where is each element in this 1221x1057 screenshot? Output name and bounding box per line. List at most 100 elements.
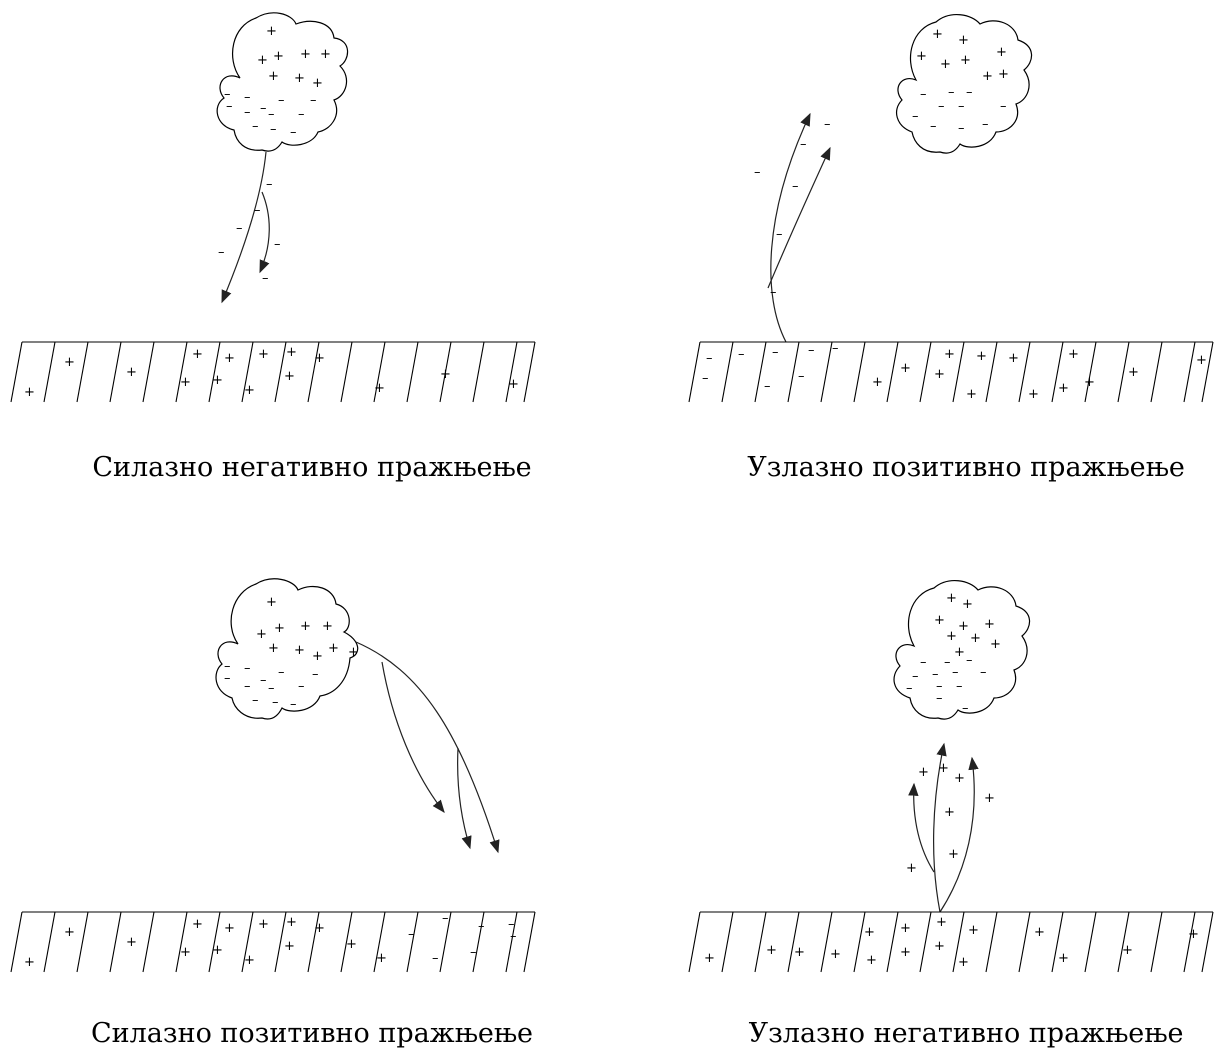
svg-text:+: + — [1196, 353, 1207, 368]
svg-text:+: + — [1008, 351, 1019, 366]
svg-text:–: – — [952, 665, 959, 680]
leader-channel — [221, 151, 267, 304]
svg-text:+: + — [312, 649, 323, 664]
svg-text:+: + — [244, 383, 255, 398]
svg-text:+: + — [266, 24, 277, 39]
svg-text:–: – — [244, 661, 251, 676]
svg-text:+: + — [944, 805, 955, 820]
svg-text:+: + — [212, 943, 223, 958]
leader-channel — [932, 742, 947, 913]
svg-text:+: + — [1128, 365, 1139, 380]
caption-downward-positive: Силазно позитивно пражњење — [90, 1018, 534, 1049]
svg-text:–: – — [798, 369, 805, 384]
svg-text:–: – — [832, 341, 839, 356]
svg-text:+: + — [938, 761, 949, 776]
svg-text:–: – — [936, 691, 943, 706]
svg-text:–: – — [938, 99, 945, 114]
svg-text:–: – — [936, 679, 943, 694]
svg-text:+: + — [906, 861, 917, 876]
svg-text:–: – — [266, 177, 273, 192]
svg-text:+: + — [348, 645, 359, 660]
svg-text:+: + — [328, 641, 339, 656]
svg-text:+: + — [294, 643, 305, 658]
svg-text:+: + — [998, 67, 1009, 82]
svg-text:+: + — [1028, 387, 1039, 402]
svg-text:+: + — [864, 925, 875, 940]
svg-text:+: + — [830, 947, 841, 962]
svg-text:+: + — [982, 69, 993, 84]
svg-text:+: + — [300, 619, 311, 634]
leader-channel — [770, 112, 811, 343]
svg-text:+: + — [508, 377, 519, 392]
svg-text:+: + — [64, 355, 75, 370]
svg-text:+: + — [954, 645, 965, 660]
svg-text:+: + — [1058, 381, 1069, 396]
ground-hatch — [10, 911, 536, 973]
svg-text:–: – — [312, 667, 319, 682]
svg-text:+: + — [268, 641, 279, 656]
svg-text:+: + — [24, 955, 35, 970]
svg-text:–: – — [226, 99, 233, 114]
svg-text:–: – — [310, 93, 317, 108]
svg-text:+: + — [192, 347, 203, 362]
thundercloud — [895, 14, 1033, 154]
svg-text:+: + — [376, 951, 387, 966]
leader-charges: ––– ––– — [754, 117, 831, 300]
svg-text:+: + — [960, 53, 971, 68]
svg-text:–: – — [252, 119, 259, 134]
svg-text:–: – — [278, 665, 285, 680]
cloud-charges: +++ +++ +++ ––– ––– ––– ––– — [906, 591, 1001, 716]
svg-text:+: + — [1122, 943, 1133, 958]
svg-text:–: – — [218, 245, 225, 260]
svg-text:–: – — [738, 347, 745, 362]
svg-text:+: + — [1058, 951, 1069, 966]
svg-text:–: – — [442, 911, 449, 926]
svg-text:–: – — [958, 121, 965, 136]
svg-text:–: – — [252, 693, 259, 708]
svg-text:–: – — [244, 105, 251, 120]
svg-text:+: + — [940, 57, 951, 72]
svg-text:+: + — [958, 33, 969, 48]
svg-text:–: – — [244, 90, 251, 105]
panel-upward-positive: +++ +++ ++ ––– ––– ––– – ––– ––– ––– — [688, 14, 1214, 403]
svg-text:–: – — [966, 653, 973, 668]
svg-text:+: + — [258, 917, 269, 932]
svg-text:–: – — [982, 117, 989, 132]
leader-branch — [259, 191, 270, 274]
svg-text:–: – — [906, 681, 913, 696]
panel-downward-positive: +++ +++ +++ + ––– ––– ––– ––– +++ +++ — [10, 578, 536, 973]
svg-text:+: + — [257, 53, 268, 68]
svg-text:+: + — [984, 617, 995, 632]
leader-branch-2 — [457, 747, 472, 850]
svg-text:–: – — [1000, 99, 1007, 114]
svg-text:+: + — [766, 943, 777, 958]
svg-text:–: – — [270, 122, 277, 137]
svg-text:–: – — [958, 99, 965, 114]
svg-text:–: – — [944, 655, 951, 670]
svg-text:+: + — [934, 939, 945, 954]
leader-branch-2 — [939, 756, 979, 913]
svg-text:+: + — [312, 76, 323, 91]
svg-text:+: + — [866, 953, 877, 968]
svg-text:+: + — [274, 621, 285, 636]
svg-text:–: – — [298, 679, 305, 694]
svg-text:+: + — [294, 71, 305, 86]
svg-text:+: + — [258, 347, 269, 362]
svg-text:–: – — [298, 107, 305, 122]
svg-text:–: – — [800, 137, 807, 152]
caption-upward-negative: Узлазно негативно пражњење — [748, 1018, 1184, 1049]
svg-text:–: – — [920, 655, 927, 670]
panel-downward-negative: +++ +++ ++ ––– ––– ––– ––– ––– ––– + — [10, 12, 536, 403]
svg-text:+: + — [794, 945, 805, 960]
leader-branch — [767, 146, 831, 289]
svg-text:+: + — [968, 923, 979, 938]
svg-text:–: – — [274, 237, 281, 252]
svg-text:+: + — [256, 627, 267, 642]
svg-text:+: + — [872, 375, 883, 390]
svg-text:–: – — [268, 681, 275, 696]
svg-text:+: + — [284, 369, 295, 384]
ground-charges: +++ +++ +++ +++ +++ + — [704, 915, 1199, 970]
leader-branch — [381, 661, 445, 814]
svg-text:–: – — [224, 87, 231, 102]
svg-text:–: – — [268, 107, 275, 122]
